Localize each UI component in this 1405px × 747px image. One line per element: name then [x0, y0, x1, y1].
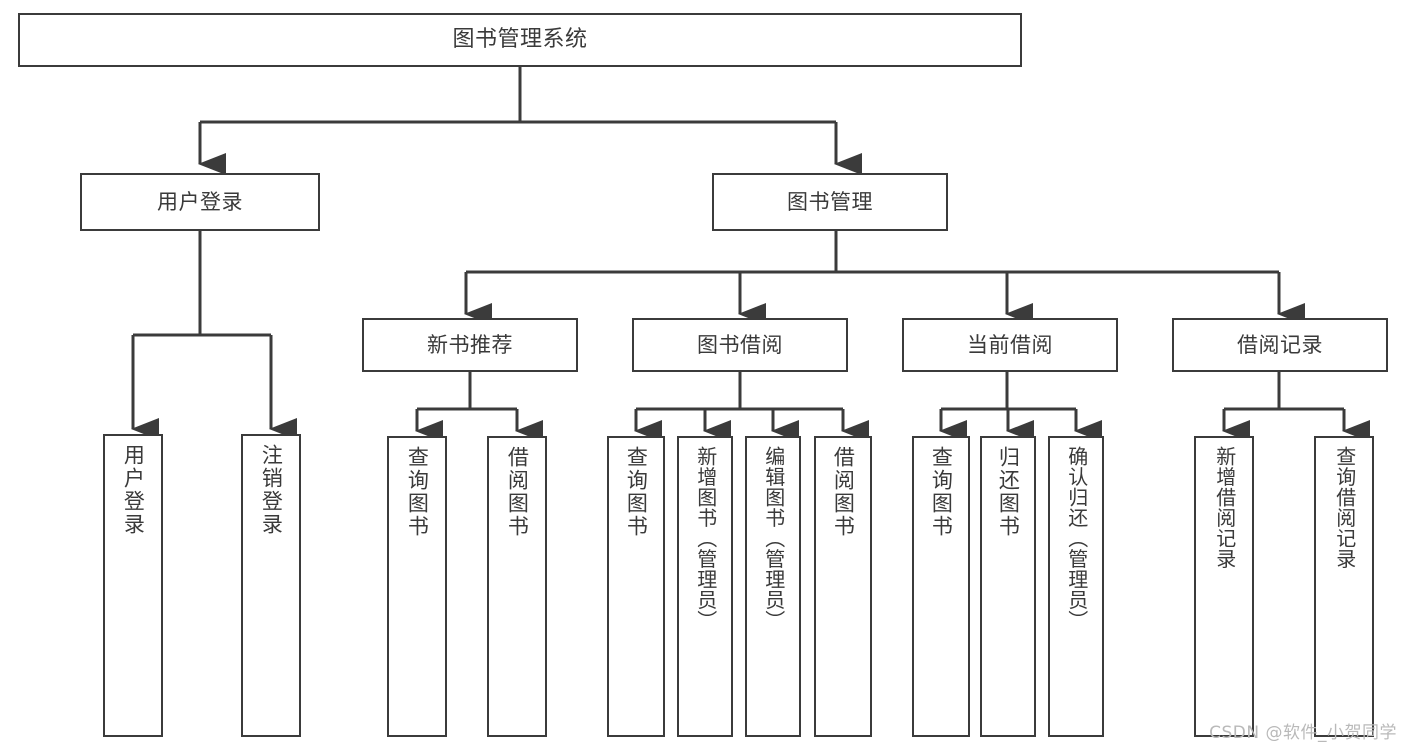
leaf-book-borrow-borrow[interactable]: 借阅图书	[814, 436, 872, 737]
node-label: 借阅图书	[505, 446, 530, 538]
node-label: 查询图书	[624, 446, 649, 538]
leaf-user-login-logout[interactable]: 注销登录	[241, 434, 301, 737]
node-label: 查询图书	[405, 446, 430, 538]
leaf-book-borrow-query[interactable]: 查询图书	[607, 436, 665, 737]
node-book-borrow[interactable]: 图书借阅	[632, 318, 848, 372]
leaf-book-borrow-edit-admin[interactable]: 编辑图书（管理员）	[745, 436, 801, 737]
leaf-borrow-record-query[interactable]: 查询借阅记录	[1314, 436, 1374, 737]
leaf-current-borrow-return[interactable]: 归还图书	[980, 436, 1036, 737]
node-book-management[interactable]: 图书管理	[712, 173, 948, 231]
node-label: 新增借阅记录	[1212, 446, 1237, 569]
leaf-new-book-borrow[interactable]: 借阅图书	[487, 436, 547, 737]
node-label: 借阅图书	[831, 446, 856, 538]
leaf-new-book-query[interactable]: 查询图书	[387, 436, 447, 737]
node-label: 确认归还（管理员）	[1064, 446, 1089, 631]
node-label: 查询借阅记录	[1332, 446, 1357, 569]
leaf-current-borrow-confirm-admin[interactable]: 确认归还（管理员）	[1048, 436, 1104, 737]
node-borrow-record[interactable]: 借阅记录	[1172, 318, 1388, 372]
node-label: 借阅记录	[1237, 332, 1323, 357]
node-current-borrow[interactable]: 当前借阅	[902, 318, 1118, 372]
node-user-login[interactable]: 用户登录	[80, 173, 320, 231]
leaf-user-login-login[interactable]: 用户登录	[103, 434, 163, 737]
node-label: 用户登录	[157, 189, 243, 214]
node-label: 用户登录	[121, 444, 146, 536]
node-label: 注销登录	[259, 444, 284, 536]
node-label: 当前借阅	[967, 332, 1053, 357]
node-label: 新书推荐	[427, 332, 513, 357]
node-label: 查询图书	[929, 446, 954, 538]
leaf-borrow-record-add[interactable]: 新增借阅记录	[1194, 436, 1254, 737]
node-root-system[interactable]: 图书管理系统	[18, 13, 1022, 67]
node-label: 图书管理	[787, 189, 873, 214]
node-label: 编辑图书（管理员）	[761, 446, 786, 631]
node-new-book-recommend[interactable]: 新书推荐	[362, 318, 578, 372]
node-label: 图书借阅	[697, 332, 783, 357]
node-label: 新增图书（管理员）	[693, 446, 718, 631]
csdn-watermark: CSDN @软件_小贺同学	[1209, 723, 1397, 743]
leaf-book-borrow-add-admin[interactable]: 新增图书（管理员）	[677, 436, 733, 737]
node-label: 图书管理系统	[452, 27, 588, 53]
node-label: 归还图书	[996, 446, 1021, 538]
leaf-current-borrow-query[interactable]: 查询图书	[912, 436, 970, 737]
